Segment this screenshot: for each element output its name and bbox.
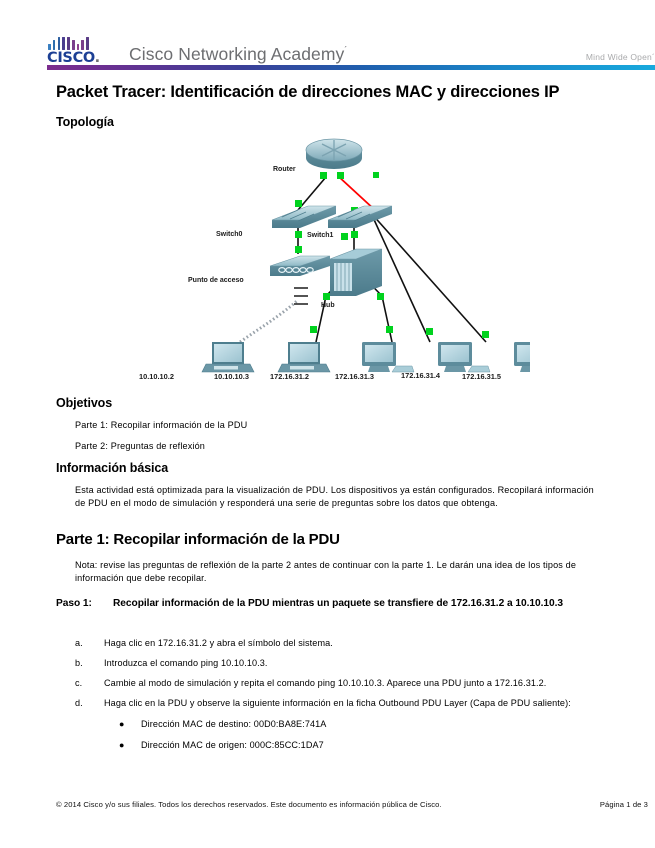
list-marker: a. bbox=[75, 638, 83, 648]
topology-link-down bbox=[337, 175, 377, 212]
list-item: a. Haga clic en 172.16.31.2 y abra el sí… bbox=[75, 637, 620, 650]
page-footer: © 2014 Cisco y/o sus filiales. Todos los… bbox=[56, 800, 648, 809]
heading-objetivos: Objetivos bbox=[56, 396, 113, 410]
cisco-wordmark: CISCO. bbox=[47, 51, 100, 66]
heading-topologia: Topología bbox=[56, 115, 114, 129]
list-text: Dirección MAC de destino: 00D0:BA8E:741A bbox=[141, 719, 327, 730]
academy-title: Cisco Networking Academy´ bbox=[129, 40, 348, 65]
label-router: Router bbox=[273, 166, 296, 173]
list-text: Dirección MAC de origen: 000C:85CC:1DA7 bbox=[141, 740, 324, 751]
pdu-layer-bullets: ● Dirección MAC de destino: 00D0:BA8E:74… bbox=[119, 718, 620, 752]
objective-item-2: Parte 2: Preguntas de reflexión bbox=[75, 441, 206, 451]
label-host-2: 10.10.10.3 bbox=[214, 372, 249, 381]
antenna-marks bbox=[294, 287, 308, 305]
list-item: d. Haga clic en la PDU y observe la sigu… bbox=[75, 697, 620, 710]
list-text: Haga clic en 172.16.31.2 y abra el símbo… bbox=[104, 638, 333, 648]
header-gradient-rule bbox=[47, 65, 655, 70]
list-item: ● Dirección MAC de origen: 000C:85CC:1DA… bbox=[119, 739, 620, 752]
part1-note: Nota: revise las preguntas de reflexión … bbox=[75, 560, 577, 584]
step-1-substeps: a. Haga clic en 172.16.31.2 y abra el sí… bbox=[75, 637, 620, 760]
host-laptop-1-icon bbox=[201, 342, 255, 373]
device-switch0-icon bbox=[271, 205, 337, 228]
cisco-tagline: Mind Wide Open´ bbox=[585, 52, 655, 62]
heading-informacion-basica: Información básica bbox=[56, 461, 169, 475]
background-text: Esta actividad está optimizada para la v… bbox=[75, 485, 594, 509]
step-1-title: Recopilar información de la PDU mientras… bbox=[113, 598, 564, 609]
step-1-heading: Paso 1: Recopilar información de la PDU … bbox=[56, 597, 601, 612]
list-marker: b. bbox=[75, 658, 83, 668]
cisco-logo: CISCO. bbox=[47, 37, 115, 66]
device-router-icon bbox=[305, 138, 363, 169]
label-host-3: 172.16.31.2 bbox=[270, 372, 310, 381]
label-switch1: Switch1 bbox=[307, 232, 334, 239]
wireless-link bbox=[239, 298, 299, 344]
footer-page-number: Página 1 de 3 bbox=[599, 800, 648, 809]
page-title: Packet Tracer: Identificación de direcci… bbox=[56, 83, 560, 101]
bullet-icon: ● bbox=[119, 718, 125, 729]
cisco-wordmark-text: CISCO bbox=[47, 50, 95, 66]
host-pc-5-icon bbox=[514, 342, 530, 372]
topology-svg bbox=[201, 138, 530, 373]
host-pc-4-icon bbox=[438, 342, 491, 373]
academy-trademark: ´ bbox=[344, 45, 348, 56]
list-text: Haga clic en la PDU y observe la siguien… bbox=[104, 698, 571, 708]
bullet-icon: ● bbox=[119, 739, 125, 750]
label-access-point: Punto de acceso bbox=[188, 277, 244, 284]
list-text: Cambie al modo de simulación y repita el… bbox=[104, 678, 547, 688]
list-marker: d. bbox=[75, 698, 83, 708]
topology-diagram: Router Switch0 Switch1 Punto de acceso H… bbox=[130, 136, 530, 384]
host-pc-3-icon bbox=[362, 342, 415, 373]
footer-copyright: © 2014 Cisco y/o sus filiales. Todos los… bbox=[56, 800, 442, 809]
cisco-bridge-icon bbox=[48, 37, 89, 50]
label-host-6: 172.16.31.5 bbox=[462, 372, 502, 381]
academy-title-text: Cisco Networking Academy bbox=[129, 44, 345, 64]
label-host-1: 10.10.10.2 bbox=[139, 372, 174, 381]
cisco-wordmark-dot: . bbox=[94, 50, 101, 66]
list-item: c. Cambie al modo de simulación y repita… bbox=[75, 677, 620, 690]
step-1-number: Paso 1: bbox=[56, 598, 92, 609]
label-hub: Hub bbox=[321, 302, 335, 309]
heading-parte-1: Parte 1: Recopilar información de la PDU bbox=[56, 531, 340, 548]
device-hub-icon bbox=[329, 248, 383, 296]
host-laptop-2-icon bbox=[277, 342, 331, 373]
list-item: b. Introduzca el comando ping 10.10.10.3… bbox=[75, 657, 620, 670]
list-text: Introduzca el comando ping 10.10.10.3. bbox=[104, 658, 268, 668]
list-marker: c. bbox=[75, 678, 83, 688]
label-host-4: 172.16.31.3 bbox=[335, 372, 375, 381]
label-host-5: 172.16.31.4 bbox=[401, 371, 441, 380]
list-item: ● Dirección MAC de destino: 00D0:BA8E:74… bbox=[119, 718, 620, 731]
label-switch0: Switch0 bbox=[216, 231, 243, 238]
device-switch1-icon bbox=[327, 205, 393, 228]
objective-item-1: Parte 1: Recopilar información de la PDU bbox=[75, 420, 248, 430]
page-header: CISCO. Cisco Networking Academy´ Mind Wi… bbox=[47, 24, 655, 66]
device-access-point-icon bbox=[269, 255, 331, 276]
